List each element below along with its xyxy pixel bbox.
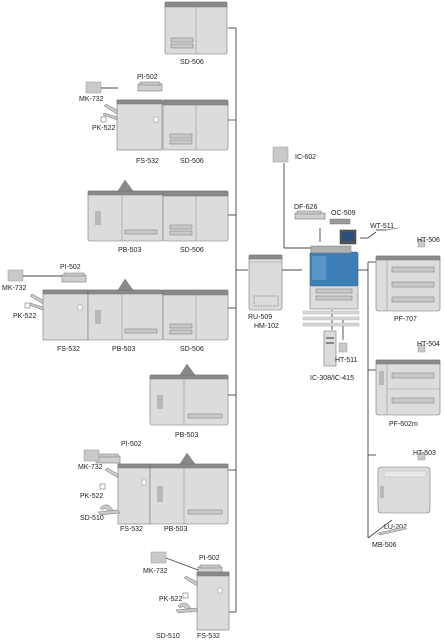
ic-602-label: IC-602 (295, 154, 316, 161)
pb-503-label-1: PB-503 (118, 247, 141, 254)
mk-732-label-3: MK-732 (78, 464, 103, 471)
ht-503-label: HT-503 (413, 450, 436, 457)
ic-308-label: IC-308/IC-415 (310, 375, 354, 382)
mk-732-label-4: MK-732 (143, 568, 168, 575)
sd-506-label-4: SD-506 (180, 346, 204, 353)
sd-506-unit-2 (162, 99, 229, 151)
sd-510-unit-2 (175, 602, 199, 614)
pk-522-icon-2 (24, 302, 31, 309)
mk-732-icon-2 (7, 269, 24, 282)
hm-102-trays (302, 310, 360, 327)
sd-510-label-2: SD-510 (156, 633, 180, 640)
pk-522-icon-4 (182, 592, 189, 599)
fs-532-unit-1 (102, 99, 163, 151)
df-626-label: DF-626 (294, 204, 317, 211)
pb-503-unit-1 (87, 179, 164, 242)
sd-506-unit-1 (164, 1, 228, 55)
wt-511-label: WT-511 (370, 223, 394, 230)
fs-532-label-3: FS-532 (120, 526, 143, 533)
mk-732-label-1: MK-732 (79, 96, 104, 103)
connector-lines (228, 27, 393, 613)
ht-504-label: HT-504 (417, 341, 440, 348)
pf-602m-unit (375, 359, 441, 416)
ht-506-label: HT-506 (417, 237, 440, 244)
ht-504-icon (417, 344, 426, 353)
ru-509-unit (248, 254, 283, 311)
pk-522-label-3: PK-522 (80, 493, 103, 500)
pi-502-label-1: PI-502 (137, 74, 158, 81)
sd-506-unit-4 (162, 289, 229, 341)
ic-308-unit (323, 330, 337, 367)
main-engine (309, 229, 359, 310)
sd-510-unit-1 (97, 504, 121, 516)
fs-532-label-4: FS-532 (197, 633, 220, 640)
pi-502-label-4: PI-502 (199, 555, 220, 562)
pb-503-label-4: PB-503 (164, 526, 187, 533)
fs-532-label-1: FS-532 (136, 158, 159, 165)
pf-707-unit (375, 255, 441, 312)
pi-502-unit-2 (61, 272, 87, 283)
pi-502-label-2: PI-502 (60, 264, 81, 271)
pb-503-unit-3 (149, 363, 229, 426)
df-626-unit (294, 210, 326, 220)
fs-532-unit-2 (28, 289, 89, 341)
pb-503-label-3: PB-503 (175, 432, 198, 439)
lu-202-unit (377, 466, 431, 514)
pb-503-label-2: PB-503 (112, 346, 135, 353)
fs-532-unit-4 (183, 571, 230, 631)
mk-732-label-2: MK-732 (2, 285, 27, 292)
pb-503-unit-2 (87, 278, 164, 341)
mb-506-unit (377, 526, 407, 536)
mb-506-label: MB-506 (372, 542, 397, 549)
pi-502-unit-1 (137, 81, 163, 92)
ht-511-icon (338, 342, 348, 353)
pf-707-label: PF-707 (394, 316, 417, 323)
mk-732-icon-1 (85, 81, 102, 94)
sd-506-label-1: SD-506 (180, 59, 204, 66)
pi-502-label-3: PI-502 (121, 441, 142, 448)
wt-511-unit (376, 227, 399, 231)
ht-511-label: HT-511 (335, 357, 358, 364)
ht-506-icon (417, 239, 426, 248)
fs-532-label-2: FS-532 (57, 346, 80, 353)
pi-502-unit-3 (95, 453, 121, 464)
ht-503-icon (417, 452, 426, 461)
oc-509-label: OC-509 (331, 210, 356, 217)
hm-102-label: HM-102 (254, 323, 279, 330)
oc-509-unit (329, 218, 351, 225)
pk-522-icon-3 (99, 483, 106, 490)
sd-506-unit-3 (162, 190, 229, 242)
pk-522-icon-1 (100, 116, 107, 123)
ic-602-icon (272, 146, 289, 163)
mk-732-icon-3 (83, 449, 100, 462)
pf-602m-label: PF-602m (389, 421, 418, 428)
ru-509-label: RU-509 (248, 314, 272, 321)
pb-503-unit-4 (149, 452, 229, 525)
mk-732-icon-4 (150, 551, 167, 564)
pk-522-label-4: PK-522 (159, 596, 182, 603)
sd-506-label-2: SD-506 (180, 158, 204, 165)
pk-522-label-2: PK-522 (13, 313, 36, 320)
fs-532-unit-3 (104, 463, 151, 525)
lu-202-label: LU-202 (384, 524, 407, 531)
pk-522-label-1: PK-522 (92, 125, 115, 132)
sd-506-label-3: SD-506 (180, 247, 204, 254)
sd-510-label-1: SD-510 (80, 515, 104, 522)
